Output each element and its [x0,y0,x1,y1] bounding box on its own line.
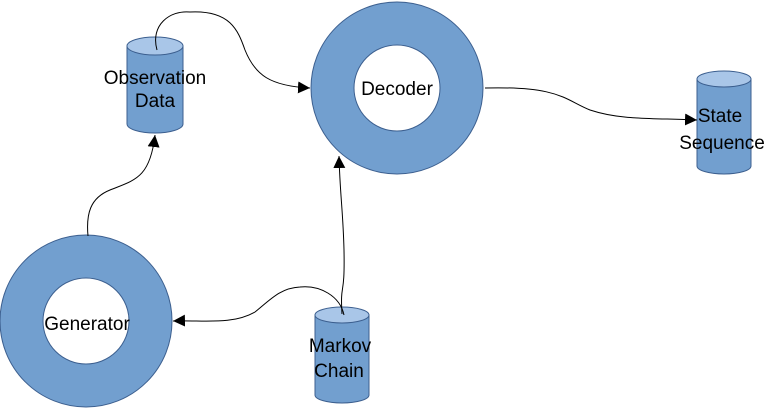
generator-label: Generator [44,314,130,335]
decoder-ring [310,1,484,175]
edge-markov-chain-to-decoder [333,155,346,315]
observation-data-label-line-1: Observation [104,68,206,89]
generator-node: Generator [0,234,173,408]
state-sequence-label-line-1: State [698,106,742,127]
generator-ring [0,234,173,408]
state-sequence-cylinder-body [696,78,752,175]
edge-markov-chain-to-generator [172,286,345,327]
observation-data-cylinder-top [126,36,184,56]
edge-observation-data-to-decoder [155,11,311,94]
markov-chain-label-line-2: Chain [314,361,364,382]
markov-chain-node: Markov Chain [309,306,372,404]
edge-decoder-to-state-sequence [484,87,698,126]
observation-data-cylinder-body [126,45,184,134]
state-sequence-cylinder-top [696,70,752,88]
decoder-node: Decoder [310,1,484,175]
state-sequence-label-line-2: Sequence [679,133,765,154]
observation-data-node: Observation Data [104,36,206,134]
decoder-label: Decoder [361,79,433,100]
observation-data-label-line-2: Data [135,91,176,112]
state-sequence-node: State Sequence [679,70,765,175]
markov-chain-cylinder-body [314,314,370,404]
markov-chain-label-line-1: Markov [309,336,372,357]
edge-generator-to-observation-data [87,134,160,237]
